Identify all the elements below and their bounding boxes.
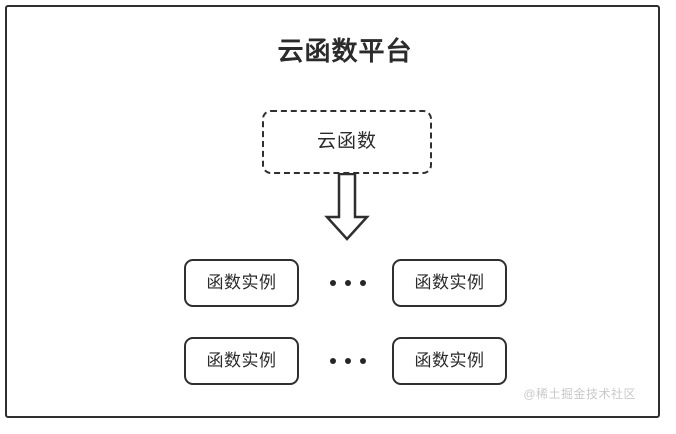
function-instance-box: 函数实例 [184, 337, 299, 385]
function-instance-label: 函数实例 [414, 273, 485, 292]
function-instance-label: 函数实例 [414, 351, 485, 370]
cloud-function-node: 云函数 [262, 110, 432, 174]
platform-boundary-frame: 云函数平台 云函数 函数实例 函数实例 函数实例 [5, 5, 660, 418]
function-instance-box: 函数实例 [392, 337, 507, 385]
platform-title: 云函数平台 [277, 36, 413, 66]
ellipsis-dots [318, 355, 378, 367]
dot-icon [345, 280, 351, 286]
function-instance-box: 函数实例 [392, 259, 507, 307]
function-instance-label: 函数实例 [206, 273, 277, 292]
dot-icon [360, 358, 366, 364]
function-instance-label: 函数实例 [206, 351, 277, 370]
dot-icon [345, 358, 351, 364]
dot-icon [360, 280, 366, 286]
dot-icon [330, 280, 336, 286]
dot-icon [330, 358, 336, 364]
watermark: @稀土掘金技术社区 [523, 387, 636, 401]
cloud-function-label: 云函数 [316, 131, 377, 152]
ellipsis-dots [318, 277, 378, 289]
function-instance-box: 函数实例 [184, 259, 299, 307]
down-arrow-icon [317, 172, 377, 243]
